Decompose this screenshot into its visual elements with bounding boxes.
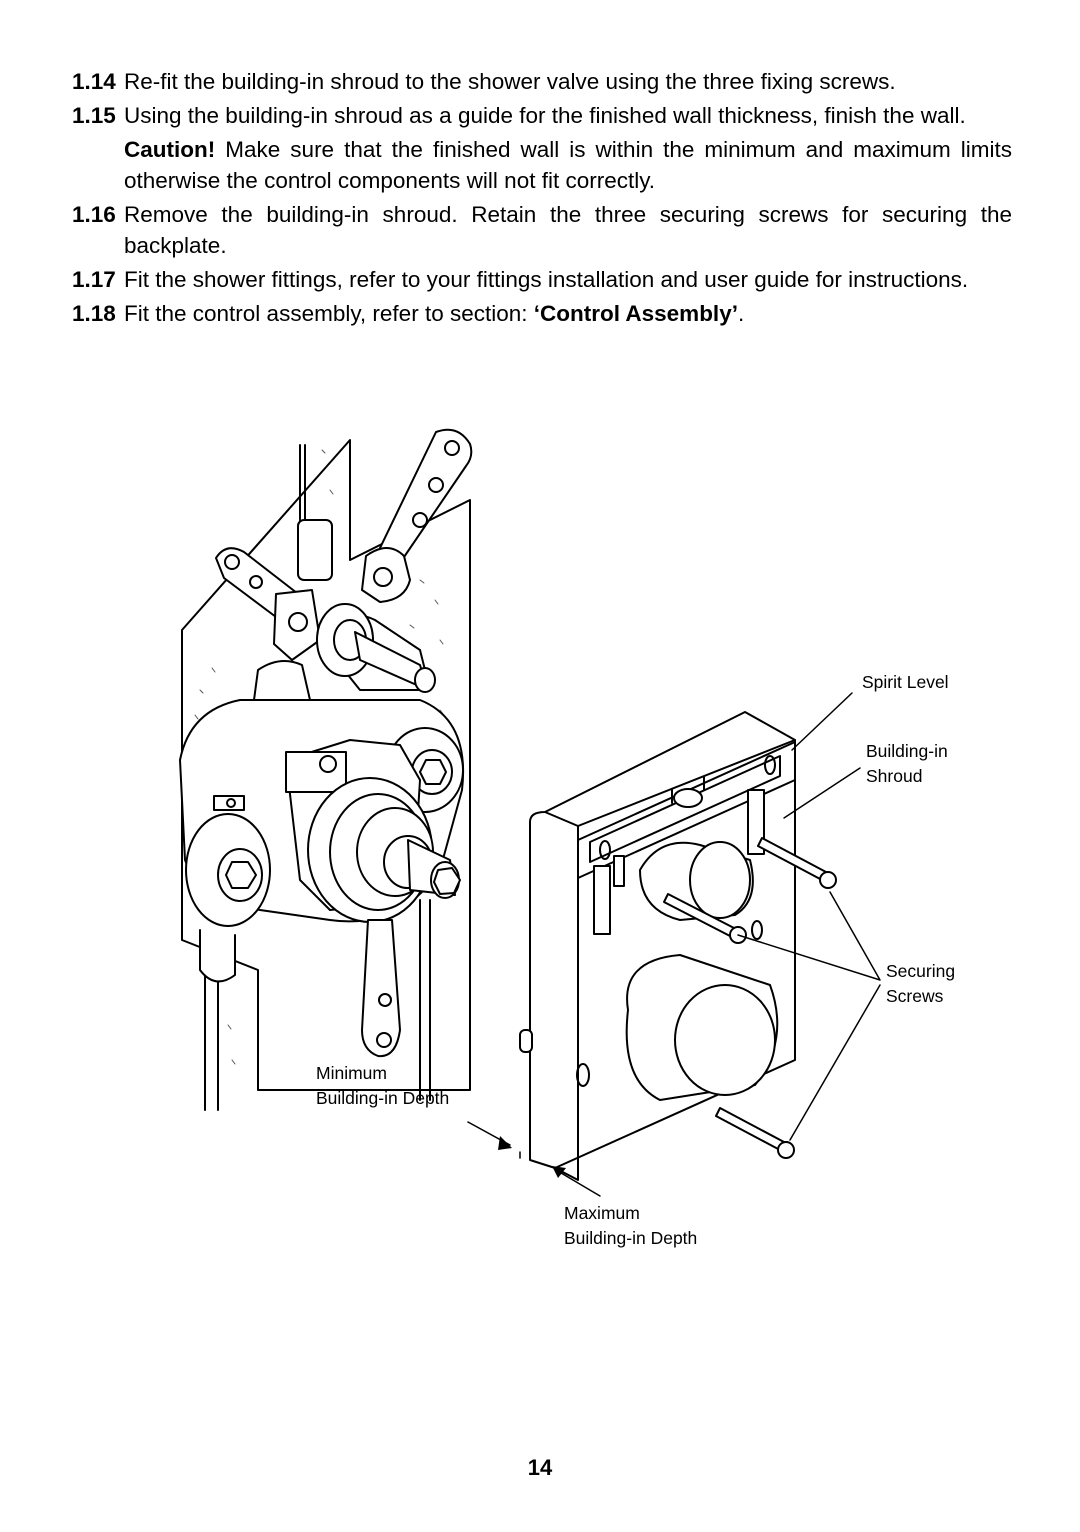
step-text: Fit the control assembly, refer to secti… bbox=[124, 298, 1012, 329]
upper-lever-bracket bbox=[215, 428, 473, 661]
step-number: 1.17 bbox=[72, 267, 116, 292]
step-text: Using the building-in shroud as a guide … bbox=[124, 103, 966, 128]
minimum-depth-label-line1: Minimum bbox=[316, 1063, 387, 1083]
step-1-15: 1.15 Using the building-in shroud as a g… bbox=[72, 100, 1012, 131]
spirit-level-label: Spirit Level bbox=[862, 672, 949, 692]
step-text-part: Fit the control assembly, refer to secti… bbox=[124, 301, 534, 326]
section-reference: ‘Control Assembly’ bbox=[533, 301, 738, 326]
step-number: 1.15 bbox=[72, 103, 116, 128]
shroud-label-line2: Shroud bbox=[866, 766, 922, 786]
step-number: 1.14 bbox=[72, 69, 116, 94]
step-1-16: 1.16 Remove the building-in shroud. Reta… bbox=[72, 199, 1012, 261]
maximum-depth-label-line2: Building-in Depth bbox=[564, 1228, 697, 1248]
caution-note: Caution! Make sure that the finished wal… bbox=[124, 134, 1012, 196]
lower-lever-bracket bbox=[361, 919, 401, 1058]
minimum-depth-arrow bbox=[498, 1136, 512, 1150]
screws-label-line2: Screws bbox=[886, 986, 944, 1006]
step-1-14: 1.14 Re-fit the building-in shroud to th… bbox=[72, 66, 1012, 97]
page-number: 14 bbox=[527, 1455, 553, 1480]
step-text: Remove the building-in shroud. Retain th… bbox=[124, 202, 1012, 258]
building-in-shroud bbox=[519, 711, 796, 1181]
caution-text: Make sure that the finished wall is with… bbox=[124, 137, 1012, 193]
step-text: Fit the shower fittings, refer to your f… bbox=[124, 267, 969, 292]
step-text-part: . bbox=[737, 301, 745, 326]
step-text: Re-fit the building-in shroud to the sho… bbox=[124, 69, 896, 94]
step-1-17: 1.17 Fit the shower fittings, refer to y… bbox=[72, 264, 1012, 295]
step-number: 1.18 bbox=[72, 301, 116, 326]
maximum-depth-label-line1: Maximum bbox=[564, 1203, 640, 1223]
installation-diagram: Spirit Level Building-in Shroud Securing… bbox=[179, 428, 955, 1248]
caution-label: Caution! bbox=[124, 137, 216, 162]
minimum-depth-label-line2: Building-in Depth bbox=[316, 1088, 449, 1108]
instruction-steps: 1.14 Re-fit the building-in shroud to th… bbox=[72, 66, 1012, 332]
step-number: 1.16 bbox=[72, 202, 116, 227]
spindle-assembly bbox=[285, 603, 461, 923]
securing-screws bbox=[663, 837, 837, 1159]
maximum-depth-arrow bbox=[552, 1166, 566, 1178]
shroud-label-line1: Building-in bbox=[866, 741, 948, 761]
spirit-level bbox=[577, 741, 796, 935]
step-1-18: 1.18 Fit the control assembly, refer to … bbox=[72, 298, 1012, 329]
screws-label-line1: Securing bbox=[886, 961, 955, 981]
